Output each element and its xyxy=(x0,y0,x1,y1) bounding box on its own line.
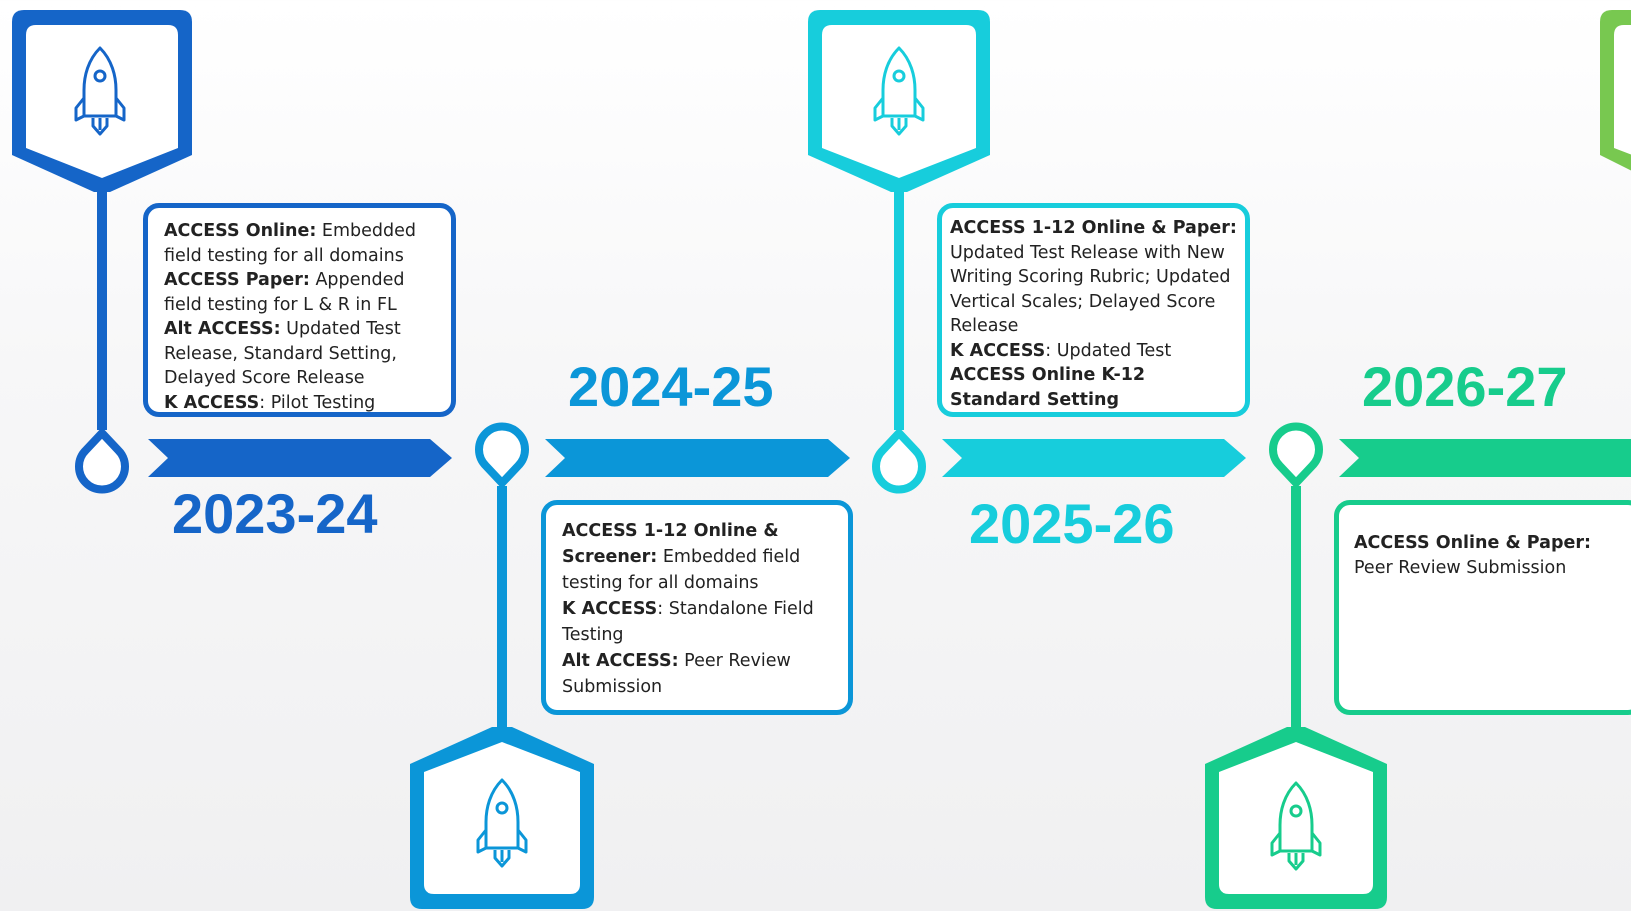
timeline-pin-2025-26 xyxy=(872,429,926,494)
year-label-2025-26: 2025-26 xyxy=(969,492,1175,555)
year-label-2023-24: 2023-24 xyxy=(172,482,378,545)
timeline-stem-2026-27 xyxy=(1291,486,1301,730)
card-entry: Alt ACCESS: Peer Review Submission xyxy=(562,651,791,697)
year-label-2026-27: 2026-27 xyxy=(1362,355,1568,418)
milestone-card-2023-24: ACCESS Online: Embedded field testing fo… xyxy=(143,203,456,417)
timeline-pin-2026-27 xyxy=(1269,422,1323,487)
milestone-card-2026-27: ACCESS Online & Paper: Peer Review Submi… xyxy=(1334,500,1631,715)
milestone-card-2024-25: ACCESS 1-12 Online & Screener: Embedded … xyxy=(541,500,853,715)
timeline-arrow-2024-25 xyxy=(545,439,850,477)
card-entry: Alt ACCESS: Updated Test Release, Standa… xyxy=(164,319,401,388)
timeline-stem-2025-26 xyxy=(894,186,904,430)
card-entry: K ACCESS: Standalone Field Testing xyxy=(562,599,814,645)
card-entry: K ACCESS: Pilot Testing xyxy=(164,392,376,413)
timeline-arrow-2023-24 xyxy=(148,439,452,477)
shield-badge-2024-25 xyxy=(410,727,594,909)
timeline-pin-2023-24 xyxy=(75,429,129,494)
timeline-pin-2024-25 xyxy=(475,422,529,487)
card-entry: ACCESS 1-12 Online & Paper: Updated Test… xyxy=(950,218,1237,336)
card-entry: K ACCESS: Updated Test xyxy=(950,340,1172,361)
timeline-stem-2024-25 xyxy=(497,486,507,730)
timeline-stem-2023-24 xyxy=(97,186,107,430)
card-entry: ACCESS Online & Paper: Peer Review Submi… xyxy=(1354,533,1591,578)
card-entry: ACCESS Online: Embedded field testing fo… xyxy=(164,221,416,266)
shield-badge-2026-27 xyxy=(1205,727,1387,909)
shield-badge-2025-26 xyxy=(808,10,990,192)
timeline-arrow-2026-27 xyxy=(1339,439,1631,477)
card-entry: ACCESS 1-12 Online & Screener: Embedded … xyxy=(562,521,801,593)
timeline-arrow-2025-26 xyxy=(942,439,1246,477)
card-entry: ACCESS Online K-12 Standard Setting xyxy=(950,365,1146,410)
year-label-2024-25: 2024-25 xyxy=(568,355,774,418)
shield-badge-2027-28 xyxy=(1600,10,1631,171)
card-entry: ACCESS Paper: Appended field testing for… xyxy=(164,270,405,315)
milestone-card-2025-26: ACCESS 1-12 Online & Paper: Updated Test… xyxy=(937,203,1250,417)
shield-badge-2023-24 xyxy=(12,10,192,192)
